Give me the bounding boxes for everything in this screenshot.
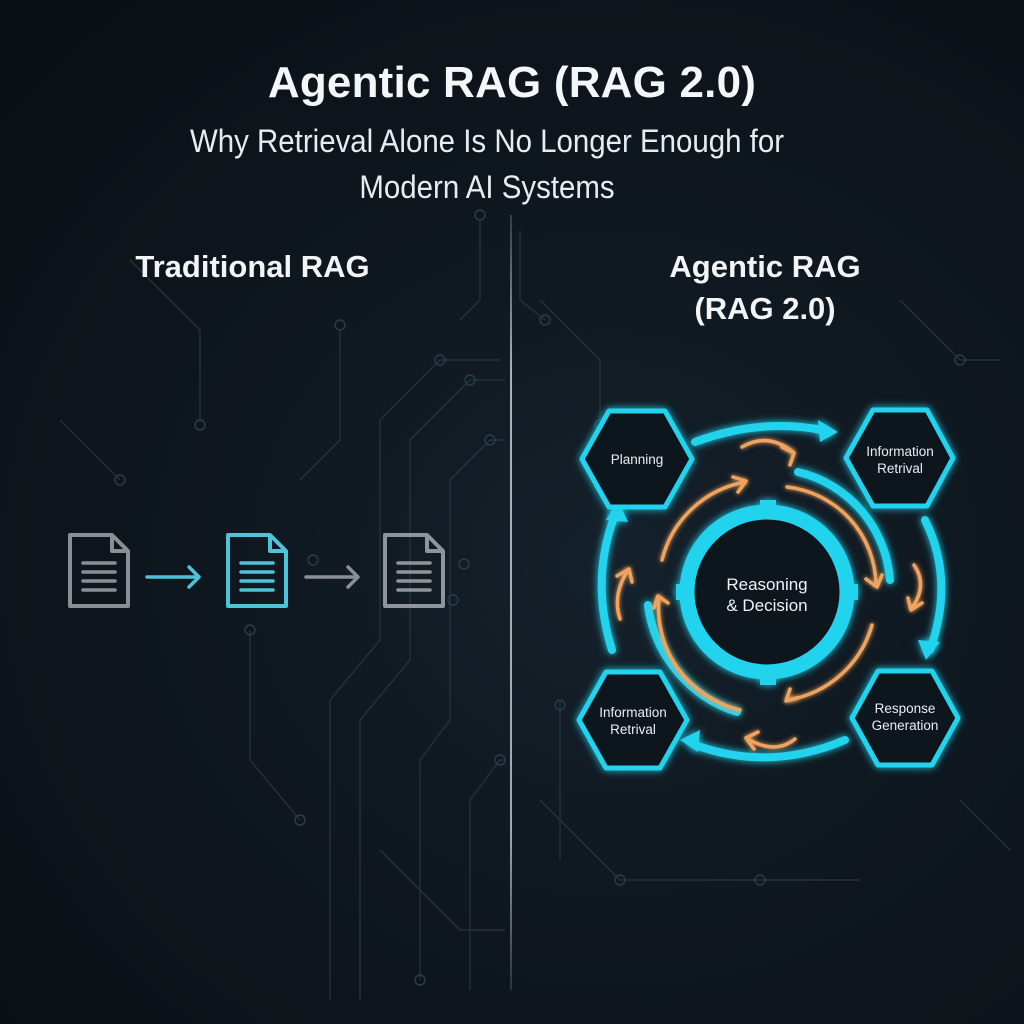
node-information-retrieval-top: Information Retrival: [850, 443, 950, 477]
arrow-right-icon: [304, 565, 360, 589]
arc-planning-to-retrieval: [691, 422, 826, 446]
hexagon-information-retrieval-bottom: [576, 669, 690, 771]
section-divider: [510, 215, 512, 990]
node-label-line-2: Retrival: [877, 461, 923, 476]
subtitle-line-1: Why Retrieval Alone Is No Longer Enough …: [189, 123, 785, 159]
arc-retrieval-to-response: [921, 516, 946, 654]
agentic-rag-heading-line-2: (RAG 2.0): [694, 291, 836, 326]
page-subtitle: Why Retrieval Alone Is No Longer Enough …: [159, 118, 816, 210]
hexagon-planning: [579, 408, 695, 510]
node-label-line-1: Information: [599, 705, 667, 720]
agentic-rag-heading: Agentic RAG (RAG 2.0): [580, 246, 950, 330]
hexagon-response-generation: [849, 668, 961, 768]
page-title: Agentic RAG (RAG 2.0): [267, 58, 757, 107]
document-icon: [383, 533, 445, 608]
traditional-rag-heading: Traditional RAG: [135, 249, 370, 284]
document-icon: [68, 533, 130, 608]
node-label-line-2: Generation: [871, 718, 939, 733]
subtitle-line-2: Modern AI Systems: [359, 169, 615, 205]
agentic-rag-heading-line-1: Agentic RAG: [669, 249, 861, 284]
center-label-line-1: Reasoning: [726, 575, 808, 594]
document-icon-highlighted: [226, 533, 288, 608]
arc-retrieval2-to-planning: [597, 511, 619, 654]
node-label-line-1: Response: [874, 701, 936, 716]
outer-cycle-arrows: [597, 422, 946, 762]
hexagon-nodes: [576, 407, 961, 771]
hexagon-information-retrieval-top: [843, 407, 956, 509]
node-reasoning-decision: Reasoning & Decision: [697, 574, 837, 616]
arc-response-to-retrieval2: [691, 736, 849, 762]
reasoning-hub-ring: [676, 500, 858, 685]
node-label-line-2: Retrival: [610, 722, 656, 737]
node-planning-label: Planning: [610, 452, 664, 467]
orange-arrowheads: [615, 445, 924, 751]
node-response-generation: Response Generation: [855, 700, 955, 734]
arrow-right-icon: [145, 565, 201, 589]
node-information-retrieval-bottom: Information Retrival: [583, 704, 683, 738]
node-label-line-1: Information: [866, 444, 934, 459]
outer-arrowheads: [606, 420, 940, 752]
center-label-line-2: & Decision: [726, 596, 808, 615]
node-planning: Planning: [587, 451, 687, 468]
